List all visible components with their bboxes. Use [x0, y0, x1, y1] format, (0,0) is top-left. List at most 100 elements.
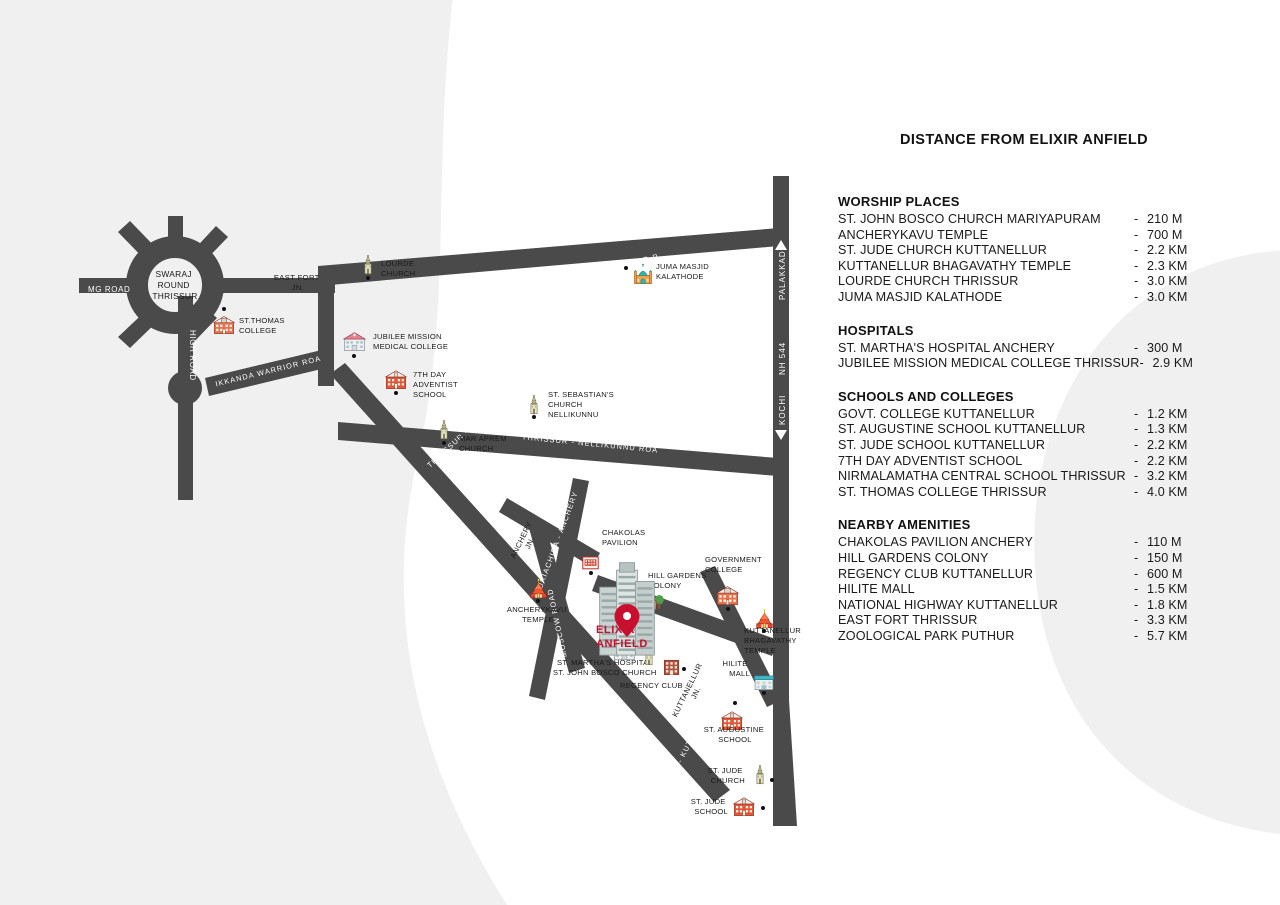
poi-dot [532, 415, 536, 419]
distance-value: 210 M [1147, 212, 1183, 226]
poi-7th-day-adventist-school[interactable]: 7TH DAY ADVENTIST SCHOOL [385, 370, 460, 399]
distance-name: ANCHERYKAVU TEMPLE [838, 227, 989, 242]
road-moscow [529, 524, 585, 673]
distance-value: 2.2 KM [1147, 437, 1188, 452]
church-icon [530, 395, 538, 415]
distance-value: 150 M [1147, 550, 1183, 565]
distance-name: JUBILEE MISSION MEDICAL COLLEGE THRISSUR [838, 356, 1140, 371]
road-thrissur-mannuthy-palakkad [318, 228, 779, 286]
poi-dot [770, 778, 774, 782]
poi-dot [761, 806, 765, 810]
distance-row: KUTTANELLUR BHAGAVATHY TEMPLE - 2.3 KM [838, 259, 1258, 275]
distance-name: NIRMALAMATHA CENTRAL SCHOOL THRISSUR [838, 469, 1126, 484]
distance-row: NIRMALAMATHA CENTRAL SCHOOL THRISSUR - 3… [838, 469, 1258, 485]
poi-hilite-mall[interactable]: HILITE MALL [722, 659, 774, 695]
map-pin-icon [614, 604, 640, 637]
poi-dot [222, 307, 226, 311]
road-ikkanda-warrior [205, 348, 334, 396]
distance-dash: - [1134, 258, 1139, 273]
church-icon [364, 255, 372, 275]
distance-value: 1.5 KM [1147, 582, 1188, 597]
poi-jubilee-mission-medical-college[interactable]: JUBILEE MISSION MEDICAL COLLEGE [343, 332, 449, 358]
distance-name: CHAKOLAS PAVILION ANCHERY [838, 535, 1033, 550]
distance-dash: - [1134, 243, 1139, 258]
distance-value: 3.3 KM [1147, 613, 1188, 628]
poi-kuttanellur-bhagavathy-temple[interactable]: KUTTANELLUR BHAGAVATHY TEMPLE [744, 608, 803, 655]
poi-st-jude-church[interactable]: ST. JUDE CHURCH [708, 765, 774, 785]
poi-juma-masjid-kalathode[interactable]: JUMA MASJID KALATHODE [624, 262, 711, 284]
distance-row: ST. THOMAS COLLEGE THRISSUR - 4.0 KM [838, 485, 1258, 501]
distance-group-schools: SCHOOLS AND COLLEGES GOVT. COLLEGE KUTTA… [838, 389, 1258, 501]
poi-label: ST. JUDE SCHOOL [691, 797, 728, 816]
background-blob-right [1034, 250, 1280, 834]
road-nh-544-lower [773, 700, 797, 826]
distance-dash: - [1134, 453, 1139, 468]
map-pin-hole [623, 612, 631, 620]
distance-value: 2.2 KM [1147, 243, 1188, 258]
distance-name: REGENCY CLUB KUTTANELLUR [838, 566, 1034, 581]
poi-government-college[interactable]: GOVERNMENT COLLEGE [705, 555, 764, 611]
distance-dash: - [1134, 274, 1139, 289]
distance-value: 2.9 KM [1152, 356, 1193, 371]
group-title: SCHOOLS AND COLLEGES [838, 388, 1014, 404]
roundabout-label-swaraj-round: SWARAJ ROUND THRISSUR [152, 269, 197, 301]
poi-lourde-church[interactable]: LOURDE CHURCH [364, 255, 417, 280]
distance-dash: - [1134, 422, 1139, 437]
poi-st-augustine-school[interactable]: ST. AUGUSTINE SCHOOL [704, 701, 767, 744]
distance-value: 110 M [1147, 535, 1182, 550]
poi-label: ST. AUGUSTINE SCHOOL [704, 725, 767, 744]
poi-label: KUTTANELLUR BHAGAVATHY TEMPLE [744, 626, 803, 655]
poi-dot [682, 667, 686, 671]
distance-name: LOURDE CHURCH THRISSUR [838, 274, 1019, 289]
distance-row: CHAKOLAS PAVILION ANCHERY - 110 M [838, 535, 1258, 551]
distance-row: 7TH DAY ADVENTIST SCHOOL - 2.2 KM [838, 454, 1258, 470]
road-network [79, 176, 797, 826]
poi-chakolas-pavilion[interactable]: CHAKOLAS PAVILION [582, 528, 648, 575]
distance-value: 4.0 KM [1147, 484, 1188, 499]
distance-dash: - [1139, 356, 1144, 371]
distance-name: ST. JUDE CHURCH KUTTANELLUR [838, 243, 1047, 258]
distance-row: ST. JUDE CHURCH KUTTANELLUR - 2.2 KM [838, 243, 1258, 259]
church-icon [440, 420, 448, 440]
distance-value: 5.7 KM [1147, 628, 1188, 643]
distance-name: EAST FORT THRISSUR [838, 613, 978, 628]
distance-value: 3.2 KM [1147, 469, 1188, 484]
distance-row: ST. JOHN BOSCO CHURCH MARIYAPURAM - 210 … [838, 212, 1258, 228]
poi-label: ST. JOHN BOSCO CHURCH [553, 668, 657, 677]
road-thrissur-nellikunnu [338, 422, 778, 476]
distance-row: HILL GARDENS COLONY - 150 M [838, 551, 1258, 567]
poi-st-john-bosco-church[interactable]: ST. JOHN BOSCO CHURCH [553, 646, 657, 677]
poi-label: REGENCY CLUB [620, 681, 683, 690]
location-map: MG ROAD HIGH ROAD IKKANDA WARRIOR ROAD T… [0, 0, 803, 826]
poi-st-thomas-college[interactable]: ST.THOMAS COLLEGE [213, 307, 287, 335]
club-icon [663, 659, 680, 676]
poi-dot [762, 629, 766, 633]
poi-ancherykavu-temple[interactable]: ANCHERYKAVU TEMPLE [507, 578, 569, 624]
distance-name: 7TH DAY ADVENTIST SCHOOL [838, 453, 1023, 468]
distance-name: GOVT. COLLEGE KUTTANELLUR [838, 406, 1035, 421]
distance-dash: - [1134, 628, 1139, 643]
points-of-interest: LOURDE CHURCH JUMA MASJID KALATHODE ST.T… [213, 255, 803, 816]
distance-name: JUMA MASJID KALATHODE [838, 289, 1003, 304]
distance-dash: - [1134, 550, 1139, 565]
distance-dash: - [1134, 484, 1139, 499]
poi-st-jude-school[interactable]: ST. JUDE SCHOOL [691, 797, 765, 816]
poi-regency-club[interactable]: REGENCY CLUB [620, 659, 686, 690]
poi-st-sebastians-church-nellikunnu[interactable]: ST. SEBASTIAN'S CHURCH NELLIKUNNU [530, 390, 616, 419]
distance-group-hospitals: HOSPITALS ST. MARTHA'S HOSPITAL ANCHERY … [838, 323, 1258, 372]
distance-row: LOURDE CHURCH THRISSUR - 3.0 KM [838, 274, 1258, 290]
college-icon [213, 316, 235, 334]
hospital-icon [343, 332, 366, 351]
distance-name: ST. MARTHA'S HOSPITAL ANCHERY [838, 340, 1055, 355]
poi-label: MAR APREM CHURCH [459, 434, 509, 453]
distance-row: NATIONAL HIGHWAY KUTTANELLUR - 1.8 KM [838, 598, 1258, 614]
project-marker-elixir-anfield[interactable]: ELIXIR ANFIELD [596, 562, 655, 656]
distance-row: JUBILEE MISSION MEDICAL COLLEGE THRISSUR… [838, 356, 1258, 372]
poi-label: JUMA MASJID KALATHODE [656, 262, 711, 281]
poi-dot [726, 607, 730, 611]
poi-mar-aprem-church[interactable]: MAR APREM CHURCH [440, 420, 509, 453]
distance-value: 1.3 KM [1147, 422, 1188, 437]
junction-east-fort-jn: EAST FORT JN. [274, 273, 322, 292]
poi-dot [536, 599, 540, 603]
distance-name: ST. JOHN BOSCO CHURCH MARIYAPURAM [838, 212, 1101, 226]
